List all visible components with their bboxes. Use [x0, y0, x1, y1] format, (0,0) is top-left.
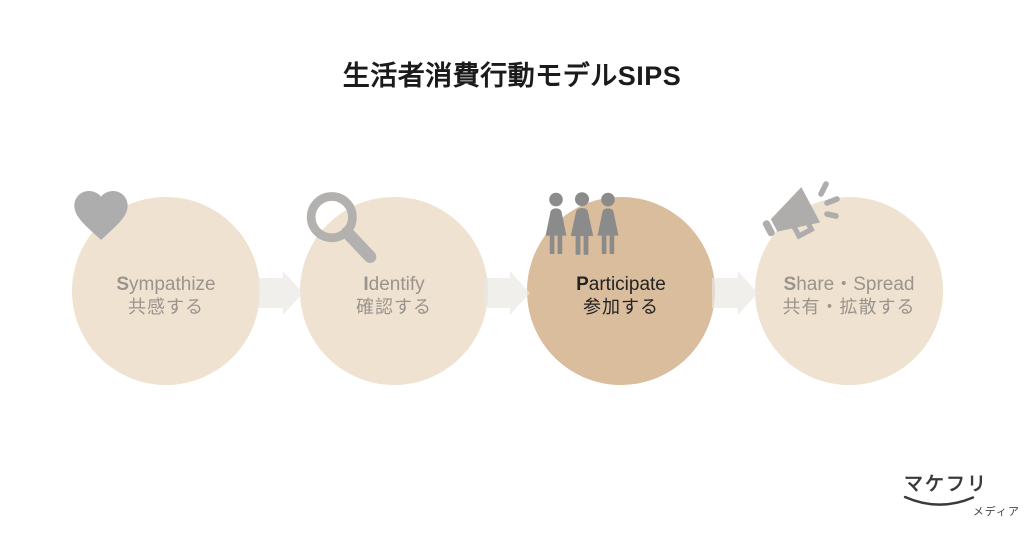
step-labels: Participate 参加する — [576, 274, 666, 319]
heart-icon — [74, 191, 128, 240]
step-initial-letter: S — [783, 273, 797, 295]
people-icon — [545, 192, 619, 255]
step-labels: Share・Spread 共有・拡散する — [783, 274, 916, 319]
step-label-rest: articipate — [588, 273, 666, 295]
step-initial-letter: P — [576, 273, 589, 295]
step-label-en: Participate — [576, 274, 666, 296]
megaphone-icon — [762, 181, 840, 240]
step-label-en: Identify — [356, 274, 432, 296]
step-initial-letter: I — [363, 273, 369, 295]
step-label-rest: dentify — [368, 273, 425, 295]
step-circle-identify: Identify 確認する — [300, 197, 488, 385]
logo-smile-curve-icon — [903, 495, 975, 506]
step-label-jp: 確認する — [356, 296, 432, 317]
step-label-jp: 参加する — [582, 296, 659, 317]
flow-arrow-icon — [712, 271, 758, 315]
step-label-jp: 共有・拡散する — [782, 296, 916, 317]
flow-arrow-icon — [484, 271, 530, 315]
magnifying-glass-icon — [306, 192, 377, 264]
step-label-jp: 共感する — [127, 296, 204, 317]
flow-arrow-icon — [257, 271, 303, 315]
step-label-en: Share・Spread — [783, 274, 916, 296]
step-initial-letter: S — [116, 273, 130, 295]
step-label-rest: ympathize — [129, 273, 216, 295]
logo-subtext: メディア — [972, 506, 1020, 518]
page-title: 生活者消費行動モデルSIPS — [342, 61, 682, 91]
logo: マケフリ メディア — [898, 474, 1020, 524]
step-label-rest: hare・Spread — [796, 273, 915, 295]
logo-text: マケフリ — [904, 474, 989, 495]
step-labels: Identify 確認する — [356, 274, 432, 319]
step-labels: Sympathize 共感する — [116, 274, 215, 319]
step-label-en: Sympathize — [116, 274, 215, 296]
